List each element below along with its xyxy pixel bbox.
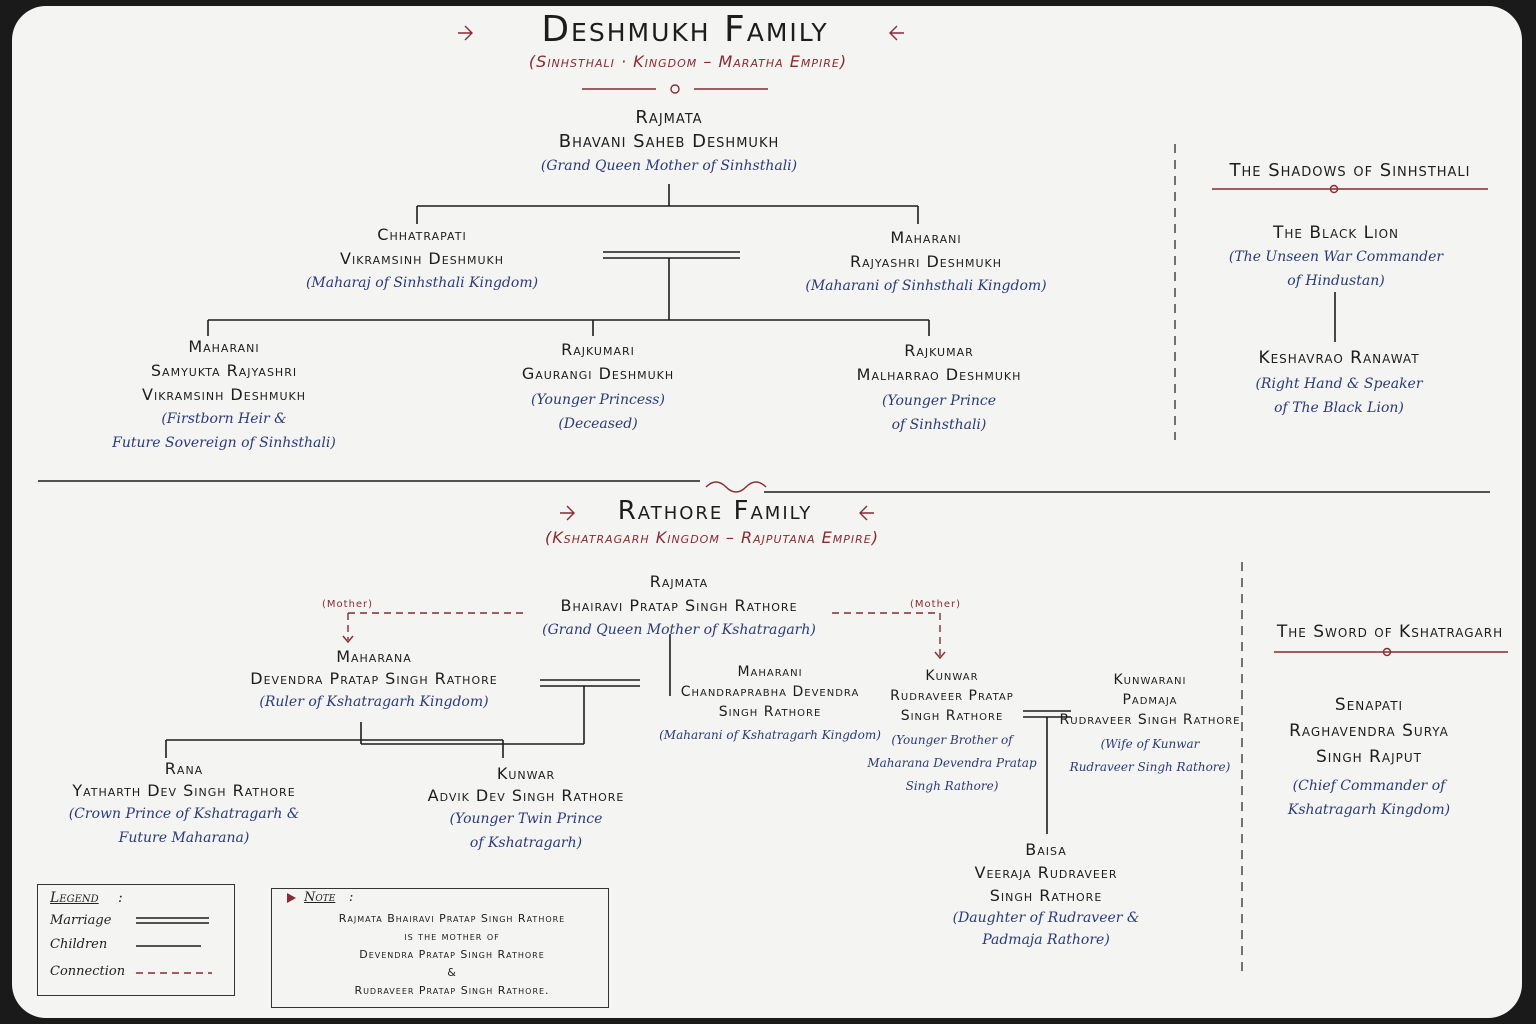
sword-title: The Sword of Kshatragarh bbox=[1276, 622, 1504, 642]
node-senapati-raghavendra: Senapati Raghavendra Surya Singh Rajput … bbox=[1287, 695, 1451, 818]
legend-colon: : bbox=[118, 890, 123, 906]
deshmukh-title: Deshmukh Family bbox=[541, 9, 829, 50]
legend-marriage-label: Marriage bbox=[50, 913, 112, 928]
shadows-ornament bbox=[1329, 184, 1339, 194]
title-arrow-right bbox=[889, 25, 904, 41]
node-rajmata-bhairavi: Rajmata Bhairavi Pratap Singh Rathore (G… bbox=[542, 572, 816, 638]
mother-label-right: (Mother) bbox=[910, 599, 962, 610]
family-tree-board: Deshmukh Family (Sinhsthali · Kingdom – … bbox=[12, 6, 1522, 1018]
mother-label-left: (Mother) bbox=[322, 599, 374, 610]
rathore-subtitle: (Kshatragarh Kingdom – Rajputana Empire) bbox=[545, 528, 879, 547]
node-rana-yatharth: Rana Yatharth Dev Singh Rathore (Crown P… bbox=[68, 759, 300, 846]
rathore-arrow-right bbox=[859, 505, 874, 521]
legend-children-label: Children bbox=[50, 937, 108, 952]
node-malharrao: Rajkumar Malharrao Deshmukh (Younger Pri… bbox=[856, 341, 1022, 433]
sword-ornament bbox=[1382, 647, 1392, 657]
note-box bbox=[271, 888, 609, 1008]
note-text: Rajmata Bhairavi Pratap Singh Rathore is… bbox=[338, 912, 566, 997]
node-rajmata-bhavani: Rajmata Bhavani Saheb Deshmukh (Grand Qu… bbox=[540, 107, 798, 174]
connector-lines bbox=[38, 25, 1508, 978]
node-maharana-devendra: Maharana Devendra Pratap Singh Rathore (… bbox=[250, 647, 498, 710]
node-black-lion: The Black Lion (The Unseen War Commander… bbox=[1228, 223, 1444, 289]
shadows-title: The Shadows of Sinhsthali bbox=[1229, 160, 1471, 181]
legend-connection-label: Connection bbox=[50, 964, 126, 979]
divider-ornament bbox=[705, 481, 767, 493]
legend-box bbox=[37, 884, 235, 996]
node-chhatrapati-vikramsinh: Chhatrapati Vikramsinh Deshmukh (Maharaj… bbox=[305, 225, 539, 291]
rathore-title: Rathore Family bbox=[617, 496, 813, 526]
rathore-arrow-left bbox=[560, 505, 575, 521]
note-title: Note bbox=[304, 890, 336, 905]
mother-arrow-left bbox=[342, 635, 354, 644]
node-kunwar-advik: Kunwar Advik Dev Singh Rathore (Younger … bbox=[427, 764, 625, 851]
node-maharani-rajyashri: Maharani Rajyashri Deshmukh (Maharani of… bbox=[805, 228, 1047, 294]
node-kunwarani-padmaja: Kunwarani Padmaja Rudraveer Singh Rathor… bbox=[1059, 672, 1241, 774]
deshmukh-subtitle: (Sinhsthali · Kingdom – Maratha Empire) bbox=[528, 52, 848, 71]
node-gaurangi: Rajkumari Gaurangi Deshmukh (Younger Pri… bbox=[521, 340, 675, 432]
node-chandraprabha: Maharani Chandraprabha Devendra Singh Ra… bbox=[659, 664, 881, 742]
note-colon: : bbox=[349, 890, 354, 905]
node-kunwar-rudraveer: Kunwar Rudraveer Pratap Singh Rathore (Y… bbox=[867, 668, 1037, 793]
mother-arrow-right bbox=[934, 651, 946, 660]
title-arrow-left bbox=[458, 25, 473, 41]
node-samyukta: Maharani Samyukta Rajyashri Vikramsinh D… bbox=[112, 337, 336, 451]
title-rule-ornament bbox=[670, 84, 680, 94]
node-baisa-veeraja: Baisa Veeraja Rudraveer Singh Rathore (D… bbox=[952, 840, 1140, 948]
legend-title: Legend bbox=[50, 890, 99, 906]
node-keshavrao: Keshavrao Ranawat (Right Hand & Speaker … bbox=[1255, 348, 1423, 416]
note-marker-icon bbox=[287, 893, 296, 903]
